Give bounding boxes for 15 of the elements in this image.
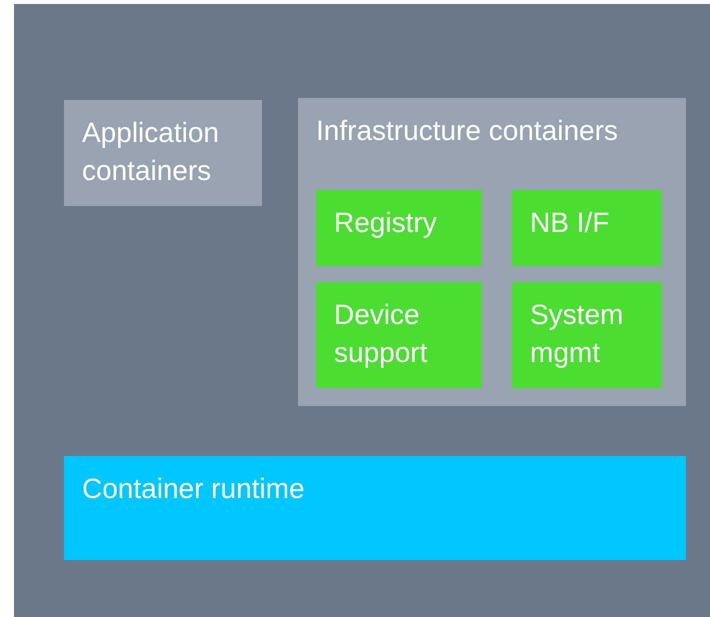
component-box	[512, 282, 662, 388]
container-group-box	[298, 98, 686, 406]
container-group-box	[64, 100, 262, 206]
box-label: Container runtime	[82, 472, 306, 506]
box-label: NB I/F	[530, 206, 610, 240]
box-label: System mgmt	[530, 298, 624, 370]
box-label: Registry	[334, 206, 438, 240]
component-box	[316, 282, 482, 388]
box-label: Device support	[334, 298, 428, 370]
box-label: Application containers	[82, 116, 220, 188]
runtime-bar	[64, 456, 686, 560]
component-box	[512, 190, 662, 266]
box-label: Infrastructure containers	[316, 114, 619, 148]
component-box	[316, 190, 482, 266]
background-panel	[14, 4, 710, 617]
